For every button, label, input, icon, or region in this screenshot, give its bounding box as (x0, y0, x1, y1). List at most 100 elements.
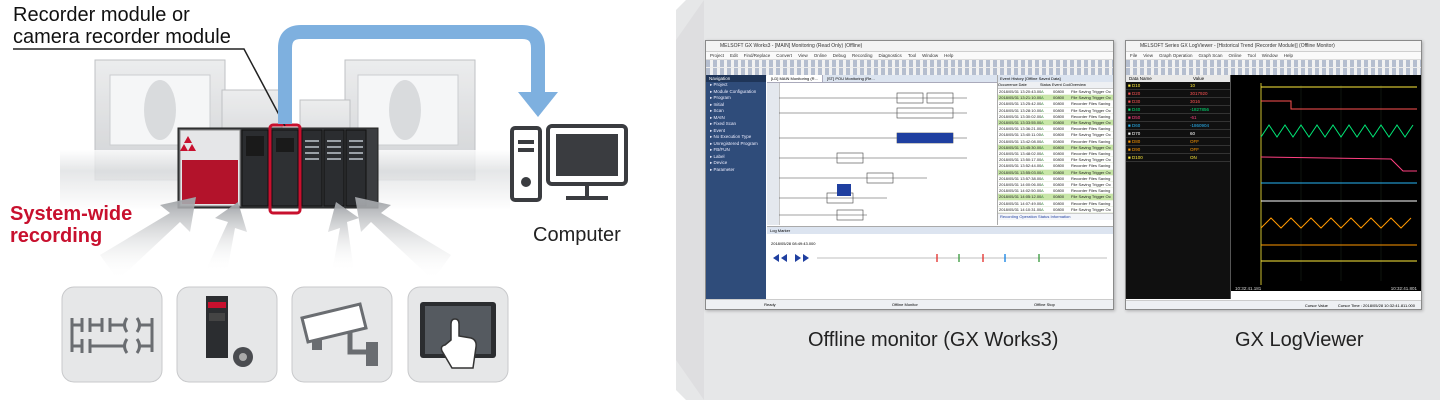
hand-pointer-icon (440, 318, 477, 369)
gx-tree-item[interactable]: ▸ MAIN (710, 114, 725, 120)
gx-menu-convert[interactable]: Convert (776, 53, 793, 58)
gx-event-col-header[interactable]: Status (1040, 83, 1051, 87)
gx-event-cell: Recorder Files Saving (1071, 175, 1111, 181)
gx-event-cell: A (1041, 188, 1044, 194)
gx-menu-view[interactable]: View (798, 53, 808, 58)
gx-menu-edit[interactable]: Edit (730, 53, 738, 58)
gx-tree-item[interactable]: ▸ Label (710, 153, 725, 159)
data-transfer-arrowhead (518, 92, 558, 117)
gx-event-cell: A (1041, 95, 1044, 101)
gx-menu-tool[interactable]: Tool (907, 53, 917, 58)
system-label-line-1: System-wide (10, 203, 133, 225)
gx-event-cell: 00800 (1053, 151, 1065, 157)
lv-menu-graph-scan[interactable]: Graph Scan (1198, 53, 1223, 58)
lv-channel-name: ■ D10 (1128, 83, 1141, 88)
gx-tree-item[interactable]: ▸ Event (710, 127, 726, 133)
gx-tree-item[interactable]: ▸ Fixed Scan (710, 121, 737, 126)
gx-tree-item[interactable]: ▸ No Execution Type (710, 134, 752, 139)
lv-menu-window[interactable]: Window (1261, 53, 1278, 58)
lv-time-left: 10:32:41.181 (1235, 286, 1262, 291)
gx-event-cell: File Saving Trigger Occ (1071, 206, 1111, 212)
gx-tab-st[interactable]: [ST] POU Monitoring (Re... (826, 76, 875, 81)
gx-menu-diagnostics[interactable]: Diagnostics (878, 53, 902, 58)
gx-tree-item[interactable]: ▸ Program (710, 95, 731, 100)
gx-event-cell: File Saving Trigger Occ (1071, 194, 1111, 200)
callout-line-2: camera recorder module (13, 26, 231, 48)
gx-event-col-header[interactable]: Occurrence Date (998, 83, 1027, 87)
gx-event-cell: 00800 (1053, 101, 1065, 107)
gx-works3-window: MELSOFT GX Works3 - [MAIN] Monitoring (R… (705, 40, 1114, 310)
lv-channel-row[interactable]: ■ D40-1827856 (1126, 106, 1230, 114)
gx-tree-item[interactable]: ▸ Unregistered Program (710, 140, 758, 146)
computer-label: Computer (533, 224, 621, 246)
gx-menu-recording[interactable]: Recording (852, 53, 873, 58)
gx-tree-item[interactable]: ▸ Parameter (710, 166, 735, 172)
gx-tree-item[interactable]: ▸ Scan (710, 108, 724, 113)
gx-tree-item[interactable]: ▸ Initial (710, 101, 725, 107)
gx-event-cell: A (1041, 200, 1044, 206)
gx-event-cell: 00800 (1053, 206, 1065, 212)
gx-logviewer-toolbar (1126, 60, 1421, 68)
lv-menu-view[interactable]: View (1143, 53, 1153, 58)
gx-tree-item[interactable]: ▸ Project (710, 82, 728, 87)
gx-event-cell: Recorder Files Saving (1071, 200, 1111, 206)
lv-channel-name: ■ D50 (1128, 115, 1141, 120)
gx-menu-find-replace[interactable]: Find/Replace (743, 53, 771, 58)
gx-tree-item[interactable]: ▸ FB/FUN (710, 147, 730, 152)
lv-channel-row[interactable]: ■ D60-1860904 (1126, 122, 1230, 130)
lv-menu-tool[interactable]: Tool (1247, 53, 1256, 58)
system-wide-recording-label: System-wide recording (10, 203, 132, 247)
gx-menu-online[interactable]: Online (813, 53, 827, 58)
gx-tab-ld[interactable]: [LD] MAIN Monitoring (R... (767, 75, 823, 82)
gx-event-cell: Recorder Files Saving (1071, 188, 1111, 194)
lv-channel-row[interactable]: ■ D50-61 (1126, 114, 1230, 122)
gx-menu-help[interactable]: Help (944, 53, 954, 58)
lv-menu-online[interactable]: Online (1228, 53, 1242, 58)
gx-menu-window[interactable]: Window (922, 53, 939, 58)
gx-event-col-header[interactable]: Event Code (1052, 83, 1070, 87)
lv-menu-file[interactable]: File (1130, 53, 1138, 58)
lv-menu-help[interactable]: Help (1283, 53, 1294, 58)
gx-tree-item[interactable]: ▸ Device (710, 160, 728, 165)
gx-works3-toolbar (706, 60, 1113, 68)
gx-event-cell: File Saving Trigger Occ (1071, 107, 1111, 113)
gx-event-cell: Recorder Files Saving (1071, 138, 1111, 144)
gx-event-cell: 00800 (1053, 200, 1065, 206)
lv-channel-name: ■ D70 (1128, 131, 1141, 136)
gx-tree-item[interactable]: ▸ Module Configuration (710, 88, 757, 94)
gx-event-cell: 2018/05/31 13:57:38.000 (999, 175, 1041, 181)
lv-menu-graph-operation[interactable]: Graph Operation (1158, 53, 1193, 58)
gx-event-col-header[interactable]: Overview (1070, 83, 1086, 87)
gx-event-cell: 2018/05/31 13:52:44.000 (999, 163, 1041, 169)
gx-menu-debug[interactable]: Debug (832, 53, 847, 58)
gx-menu-project[interactable]: Project (710, 53, 725, 58)
